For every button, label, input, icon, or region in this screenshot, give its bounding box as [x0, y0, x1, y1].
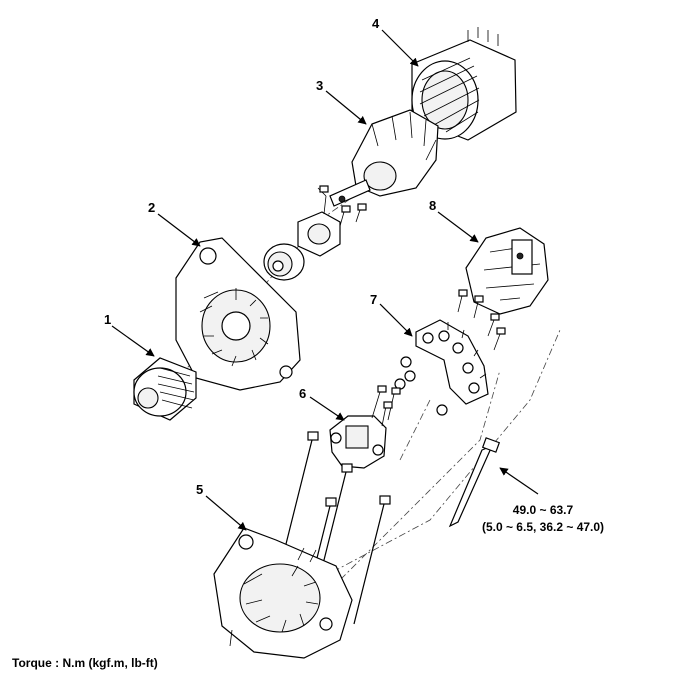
torque-alt-units: (5.0 ~ 6.5, 36.2 ~ 47.0)	[482, 520, 604, 534]
callout-5: 5	[196, 482, 203, 497]
bearing-retainer-icon	[297, 185, 367, 257]
callout-1: 1	[104, 312, 111, 327]
callout-leaders	[111, 29, 539, 531]
callout-7: 7	[370, 292, 377, 307]
screws-icon	[457, 289, 506, 351]
pulley-icon	[133, 357, 197, 421]
rotor-icon	[329, 109, 439, 207]
stator-icon	[411, 27, 517, 141]
callout-4: 4	[372, 16, 380, 31]
callout-3: 3	[316, 78, 323, 93]
callout-6: 6	[299, 386, 306, 401]
torque-value: 49.0 ~ 63.7	[513, 503, 574, 517]
torque-units-note: Torque : N.m (kgf.m, lb-ft)	[12, 656, 158, 670]
rear-bracket-icon	[213, 527, 353, 659]
rear-cover-icon	[465, 227, 549, 315]
callout-8: 8	[429, 198, 436, 213]
bearing-icon	[263, 243, 305, 281]
brush-holder-icon	[329, 385, 401, 469]
rectifier-icon	[394, 319, 489, 416]
callout-2: 2	[148, 200, 155, 215]
front-bracket-icon	[175, 237, 301, 391]
